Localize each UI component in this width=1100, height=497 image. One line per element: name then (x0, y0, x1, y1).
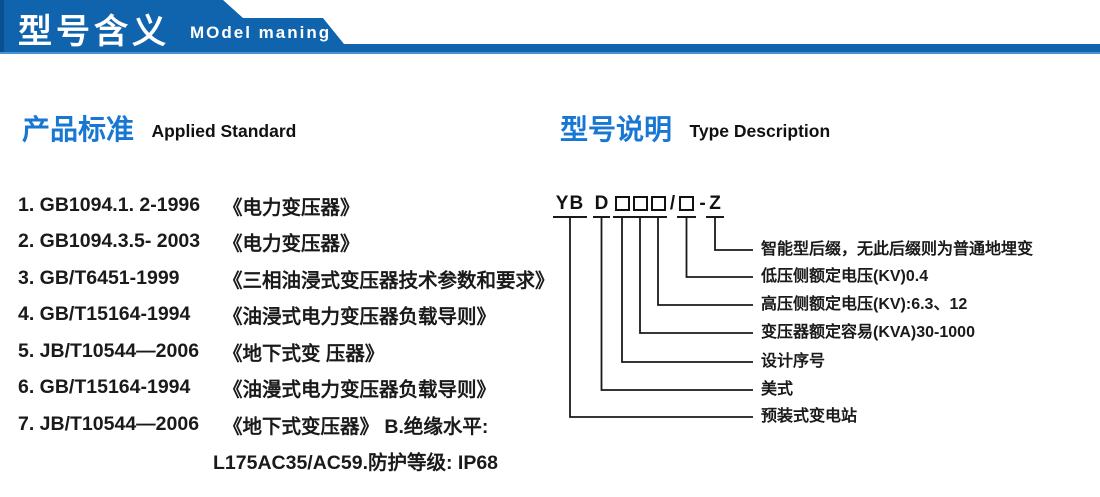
applied-standard-heading: 产品标准 Applied Standard (22, 108, 297, 145)
list-item: 4. GB/T15164-1994 《油浸式电力变压器负载导则》 (18, 297, 558, 334)
model-code-diagram: YB D / - Z 智能型后缀，无此后缀则为普通地埋变 低压侧额定电压(KV)… (545, 180, 1100, 460)
code-label-prefab-substation: 预装式变电站 (761, 408, 858, 425)
list-item: 2. GB1094.3.5- 2003 《电力变压器》 (18, 224, 558, 261)
applied-standard-heading-en: Applied Standard (151, 121, 297, 141)
code-label-rated-capacity: 变压器额定容易(KVA)30-1000 (761, 324, 975, 341)
code-label-smart-suffix: 智能型后缀，无此后缀则为普通地埋变 (761, 241, 1034, 258)
list-item: 1. GB1094.1. 2-1996 《电力变压器》 (18, 187, 558, 224)
header-banner: 型号含义 MOdel maning (0, 0, 1100, 54)
list-item: 5. JB/T10544—2006 《地下式变 压器》 (18, 333, 558, 370)
standard-title: 《地下式变 压器》 (223, 342, 385, 365)
standard-code: 4. GB/T15164-1994 (18, 303, 191, 326)
standard-code: 6. GB/T15164-1994 (18, 376, 191, 399)
page-subtitle: MOdel maning (190, 23, 332, 42)
banner-left-accent (0, 0, 4, 54)
type-description-heading-en: Type Description (689, 121, 831, 141)
code-label-american-style: 美式 (761, 381, 794, 398)
model-code-dash: - (699, 193, 706, 214)
applied-standard-heading-cn: 产品标准 (22, 114, 135, 145)
standard-title: 《油漫式电力变压器负载导则》 (223, 379, 497, 402)
list-item: 6. GB/T15164-1994 《油漫式电力变压器负载导则》 (18, 370, 558, 407)
standard-code: 3. GB/T6451-1999 (18, 266, 180, 289)
placeholder-box-icon (650, 195, 666, 211)
type-description-heading: 型号说明 Type Description (560, 108, 831, 145)
standards-list: 1. GB1094.1. 2-1996 《电力变压器》 2. GB1094.3.… (18, 187, 558, 479)
connector-lines (569, 217, 753, 418)
model-code-slash: / (669, 193, 676, 214)
standard-code: 2. GB1094.3.5- 2003 (18, 230, 201, 253)
standard-title: 《电力变压器》 (223, 233, 360, 256)
list-item: 3. GB/T6451-1999 《三相油浸式变压器技术参数和要求》 (18, 260, 558, 297)
standard-code: 1. GB1094.1. 2-1996 (18, 193, 201, 216)
code-label-lv-voltage: 低压侧额定电压(KV)0.4 (761, 268, 929, 285)
type-description-heading-cn: 型号说明 (560, 114, 673, 145)
banner-bottom-accent (0, 52, 1100, 54)
standard-code: 7. JB/T10544—2006 (18, 412, 200, 435)
standard-title: 《电力变压器》 (223, 196, 360, 219)
code-label-hv-voltage: 高压侧额定电压(KV):6.3、12 (761, 296, 968, 313)
placeholder-box-icon (614, 195, 630, 211)
placeholder-box-icon (679, 195, 694, 211)
code-label-design-serial: 设计序号 (761, 353, 826, 370)
standard-title: 《三相油浸式变压器技术参数和要求》 (223, 269, 555, 292)
list-item: 7. JB/T10544—2006 《地下式变压器》 B.绝缘水平: (18, 406, 558, 443)
standard-continuation: L175AC35/AC59.防护等级: IP68 (213, 452, 499, 475)
standard-title: 《地下式变压器》 B.绝缘水平: (223, 415, 489, 438)
page-title: 型号含义 (18, 13, 170, 51)
standard-code: 5. JB/T10544—2006 (18, 339, 200, 362)
placeholder-box-icon (632, 195, 648, 211)
standard-title: 《油浸式电力变压器负载导则》 (223, 306, 497, 329)
